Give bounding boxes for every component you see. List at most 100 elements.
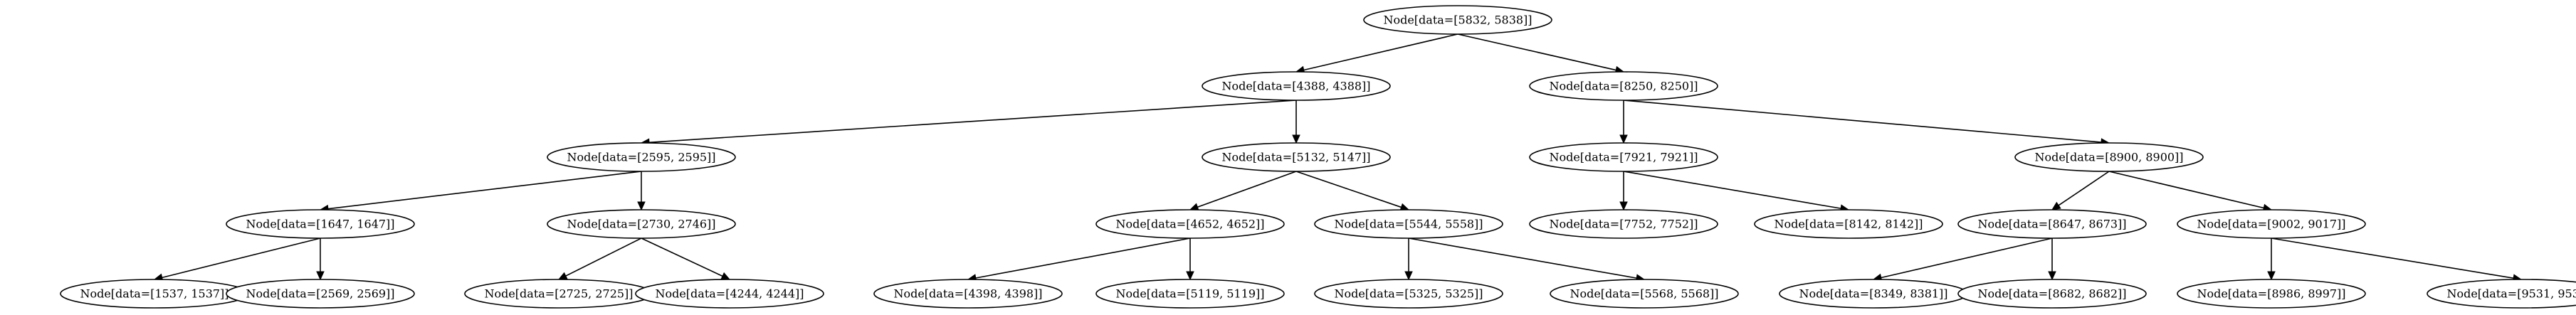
tree-node: Node[data=[2725, 2725]] <box>464 279 653 309</box>
node-ellipse <box>1529 209 1718 239</box>
node-label: Node[data=[2569, 2569]] <box>246 287 394 301</box>
node-label: Node[data=[9002, 9017]] <box>2197 218 2345 231</box>
tree-edge <box>557 237 642 280</box>
node-ellipse <box>1363 5 1552 35</box>
node-label: Node[data=[5325, 5325]] <box>1334 287 1483 301</box>
node-label: Node[data=[4388, 4388]] <box>1221 80 1370 93</box>
tree-edge <box>1457 33 1625 75</box>
tree-node: Node[data=[7752, 7752]] <box>1529 209 1718 239</box>
tree-edge <box>1292 100 1300 144</box>
tree-node: Node[data=[8647, 8673]] <box>1957 209 2147 239</box>
tree-edge <box>1189 171 1297 211</box>
node-label: Node[data=[9531, 9531]] <box>2446 287 2576 301</box>
tree-edge <box>641 237 731 280</box>
node-ellipse <box>635 279 824 309</box>
tree-edge <box>2051 171 2110 210</box>
node-label: Node[data=[2730, 2746]] <box>567 218 715 231</box>
tree-node: Node[data=[2569, 2569]] <box>226 279 415 309</box>
tree-node: Node[data=[5568, 5568]] <box>1550 279 1739 309</box>
node-label: Node[data=[4244, 4244]] <box>655 287 804 301</box>
tree-node: Node[data=[4244, 4244]] <box>635 279 824 309</box>
node-label: Node[data=[8647, 8673]] <box>1977 218 2126 231</box>
tree-edge <box>1623 100 2110 146</box>
node-label: Node[data=[5132, 5147]] <box>1221 151 1370 164</box>
node-ellipse <box>2014 142 2204 172</box>
node-ellipse <box>2177 279 2366 309</box>
node-label: Node[data=[4652, 4652]] <box>1115 218 1264 231</box>
tree-node: Node[data=[5832, 5838]] <box>1363 5 1552 35</box>
node-label: Node[data=[5119, 5119]] <box>1115 287 1264 301</box>
tree-node: Node[data=[8142, 8142]] <box>1754 209 1943 239</box>
node-ellipse <box>1957 209 2147 239</box>
tree-node: Node[data=[1647, 1647]] <box>226 209 415 239</box>
tree-node: Node[data=[8900, 8900]] <box>2014 142 2204 172</box>
tree-edge <box>2267 238 2276 281</box>
tree-edge <box>316 238 325 281</box>
node-ellipse <box>1754 209 1943 239</box>
tree-edge <box>319 171 642 213</box>
node-ellipse <box>2177 209 2366 239</box>
tree-node: Node[data=[8682, 8682]] <box>1957 279 2147 309</box>
tree-edge <box>1404 238 1413 281</box>
tree-edge <box>640 100 1297 147</box>
tree-node: Node[data=[5119, 5119]] <box>1095 279 1285 309</box>
tree-edge <box>153 237 321 282</box>
tree-node: Node[data=[5544, 5558]] <box>1314 209 1503 239</box>
tree-node: Node[data=[5132, 5147]] <box>1202 142 1391 172</box>
node-label: Node[data=[2595, 2595]] <box>567 151 715 164</box>
tree-edge <box>1619 100 1628 144</box>
node-label: Node[data=[8142, 8142]] <box>1774 218 1923 231</box>
node-ellipse <box>547 209 736 239</box>
node-label: Node[data=[7752, 7752]] <box>1549 218 1698 231</box>
tree-edge <box>1623 171 1850 213</box>
tree-edge <box>1295 33 1458 75</box>
node-ellipse <box>1202 71 1391 101</box>
tree-node: Node[data=[8250, 8250]] <box>1529 71 1718 101</box>
node-ellipse <box>226 279 415 309</box>
tree-node: Node[data=[9002, 9017]] <box>2177 209 2366 239</box>
tree-node: Node[data=[2595, 2595]] <box>547 142 736 172</box>
node-label: Node[data=[8900, 8900]] <box>2034 151 2183 164</box>
tree-edge <box>1872 237 2053 282</box>
node-label: Node[data=[1647, 1647]] <box>246 218 394 231</box>
tree-node: Node[data=[4398, 4398]] <box>873 279 1063 309</box>
node-ellipse <box>547 142 736 172</box>
node-label: Node[data=[8250, 8250]] <box>1549 80 1698 93</box>
node-label: Node[data=[8682, 8682]] <box>1977 287 2126 301</box>
node-ellipse <box>1529 71 1718 101</box>
node-ellipse <box>1957 279 2147 309</box>
tree-edge <box>1619 171 1628 211</box>
node-ellipse <box>1202 142 1391 172</box>
tree-edge <box>637 171 646 211</box>
node-label: Node[data=[5544, 5558]] <box>1334 218 1483 231</box>
tree-edge <box>1408 237 1646 282</box>
tree-edge <box>2271 237 2523 282</box>
node-label: Node[data=[5568, 5568]] <box>1570 287 1718 301</box>
tree-node: Node[data=[7921, 7921]] <box>1529 142 1718 172</box>
tree-node: Node[data=[4652, 4652]] <box>1095 209 1285 239</box>
tree-node: Node[data=[5325, 5325]] <box>1314 279 1503 309</box>
node-ellipse <box>873 279 1063 309</box>
node-label: Node[data=[8986, 8997]] <box>2197 287 2345 301</box>
node-label: Node[data=[8349, 8381]] <box>1799 287 1947 301</box>
tree-node: Node[data=[2730, 2746]] <box>547 209 736 239</box>
node-ellipse <box>1314 279 1503 309</box>
tree-edge <box>967 237 1191 282</box>
tree-node: Node[data=[8349, 8381]] <box>1779 279 1968 309</box>
tree-node: Node[data=[4388, 4388]] <box>1202 71 1391 101</box>
tree-node: Node[data=[9531, 9531]] <box>2427 279 2576 309</box>
tree-edge <box>1186 238 1194 281</box>
tree-edge <box>2108 171 2273 212</box>
node-label: Node[data=[2725, 2725]] <box>484 287 633 301</box>
tree-edge <box>1295 171 1410 211</box>
tree-node: Node[data=[8986, 8997]] <box>2177 279 2366 309</box>
nodes: Node[data=[5832, 5838]] Node[data=[4388, … <box>60 5 2576 309</box>
node-ellipse <box>226 209 415 239</box>
node-ellipse <box>1529 142 1718 172</box>
node-ellipse <box>1095 279 1285 309</box>
node-label: Node[data=[5832, 5838]] <box>1383 14 1532 27</box>
edges <box>153 33 2523 282</box>
tree-edge <box>2048 238 2056 281</box>
node-ellipse <box>2427 279 2576 309</box>
